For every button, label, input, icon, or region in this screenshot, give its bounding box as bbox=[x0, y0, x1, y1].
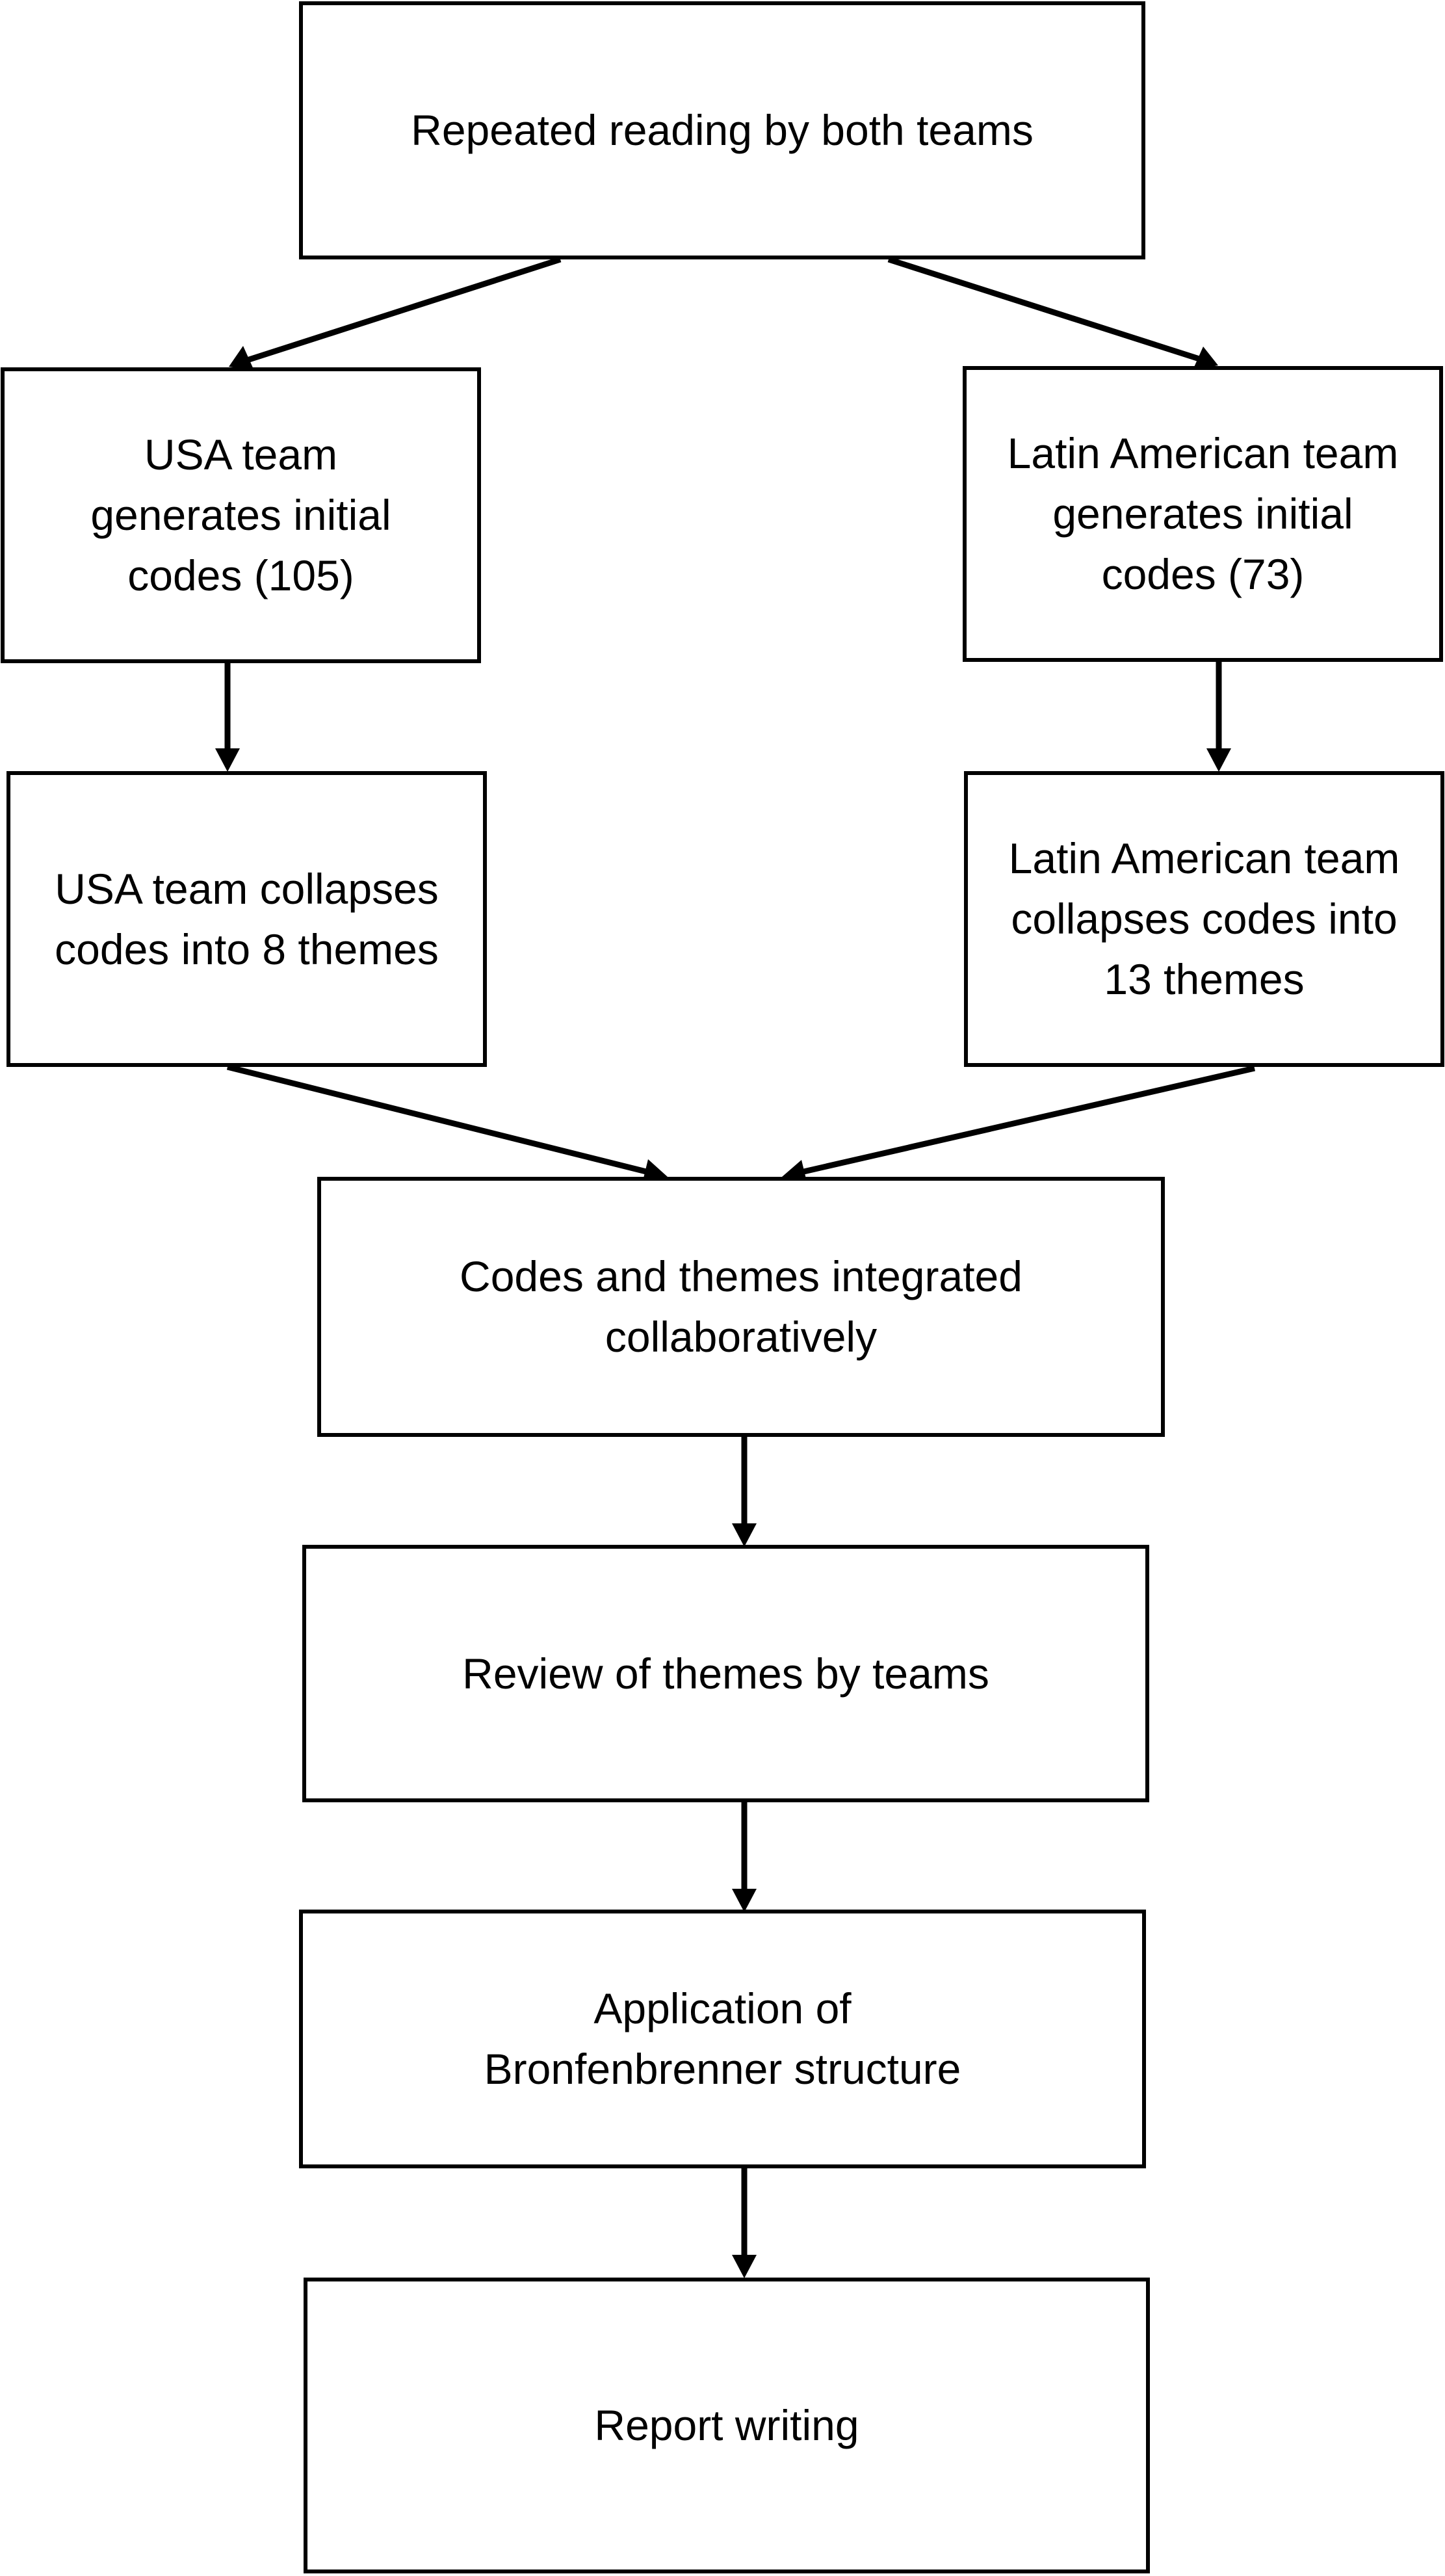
arrowhead-report bbox=[732, 2255, 757, 2278]
node-latam-themes: Latin American team collapses codes into… bbox=[964, 771, 1444, 1067]
node-codes-themes-integrated: Codes and themes integrated collaborativ… bbox=[317, 1177, 1165, 1437]
node-bronfenbrenner-label: Application of Bronfenbrenner structure bbox=[484, 1984, 961, 2093]
node-report-writing-label: Report writing bbox=[594, 2401, 859, 2449]
node-latam-initial-codes-label: Latin American team generates initial co… bbox=[1007, 429, 1399, 598]
node-usa-initial-codes-label: USA team generates initial codes (105) bbox=[90, 430, 391, 599]
arrow-reading-to-latam-codes bbox=[887, 256, 1201, 362]
node-latam-themes-label: Latin American team collapses codes into… bbox=[1008, 834, 1400, 1003]
node-usa-initial-codes: USA team generates initial codes (105) bbox=[1, 367, 481, 663]
arrow-usa-themes-to-integrated bbox=[226, 1064, 650, 1176]
node-review-of-themes-label: Review of themes by teams bbox=[462, 1649, 989, 1698]
node-usa-themes-label: USA team collapses codes into 8 themes bbox=[55, 864, 439, 973]
arrowhead-latam-themes bbox=[1206, 748, 1231, 772]
node-latam-initial-codes: Latin American team generates initial co… bbox=[963, 366, 1443, 662]
node-review-of-themes: Review of themes by teams bbox=[302, 1545, 1149, 1802]
node-repeated-reading: Repeated reading by both teams bbox=[299, 1, 1145, 259]
node-codes-themes-integrated-label: Codes and themes integrated collaborativ… bbox=[460, 1252, 1022, 1361]
node-report-writing: Report writing bbox=[304, 2278, 1150, 2573]
arrow-latam-themes-to-integrated bbox=[800, 1065, 1256, 1176]
arrowhead-bronfenbrenner bbox=[732, 1889, 757, 1912]
arrowhead-latam-codes bbox=[1193, 347, 1218, 370]
node-bronfenbrenner: Application of Bronfenbrenner structure bbox=[299, 1910, 1146, 2168]
node-repeated-reading-label: Repeated reading by both teams bbox=[411, 106, 1034, 154]
arrowhead-usa-themes bbox=[215, 748, 240, 772]
arrow-reading-to-usa-codes bbox=[246, 256, 562, 363]
arrowhead-usa-codes bbox=[229, 346, 254, 371]
arrowhead-review bbox=[732, 1523, 757, 1547]
node-usa-themes: USA team collapses codes into 8 themes bbox=[7, 771, 487, 1067]
